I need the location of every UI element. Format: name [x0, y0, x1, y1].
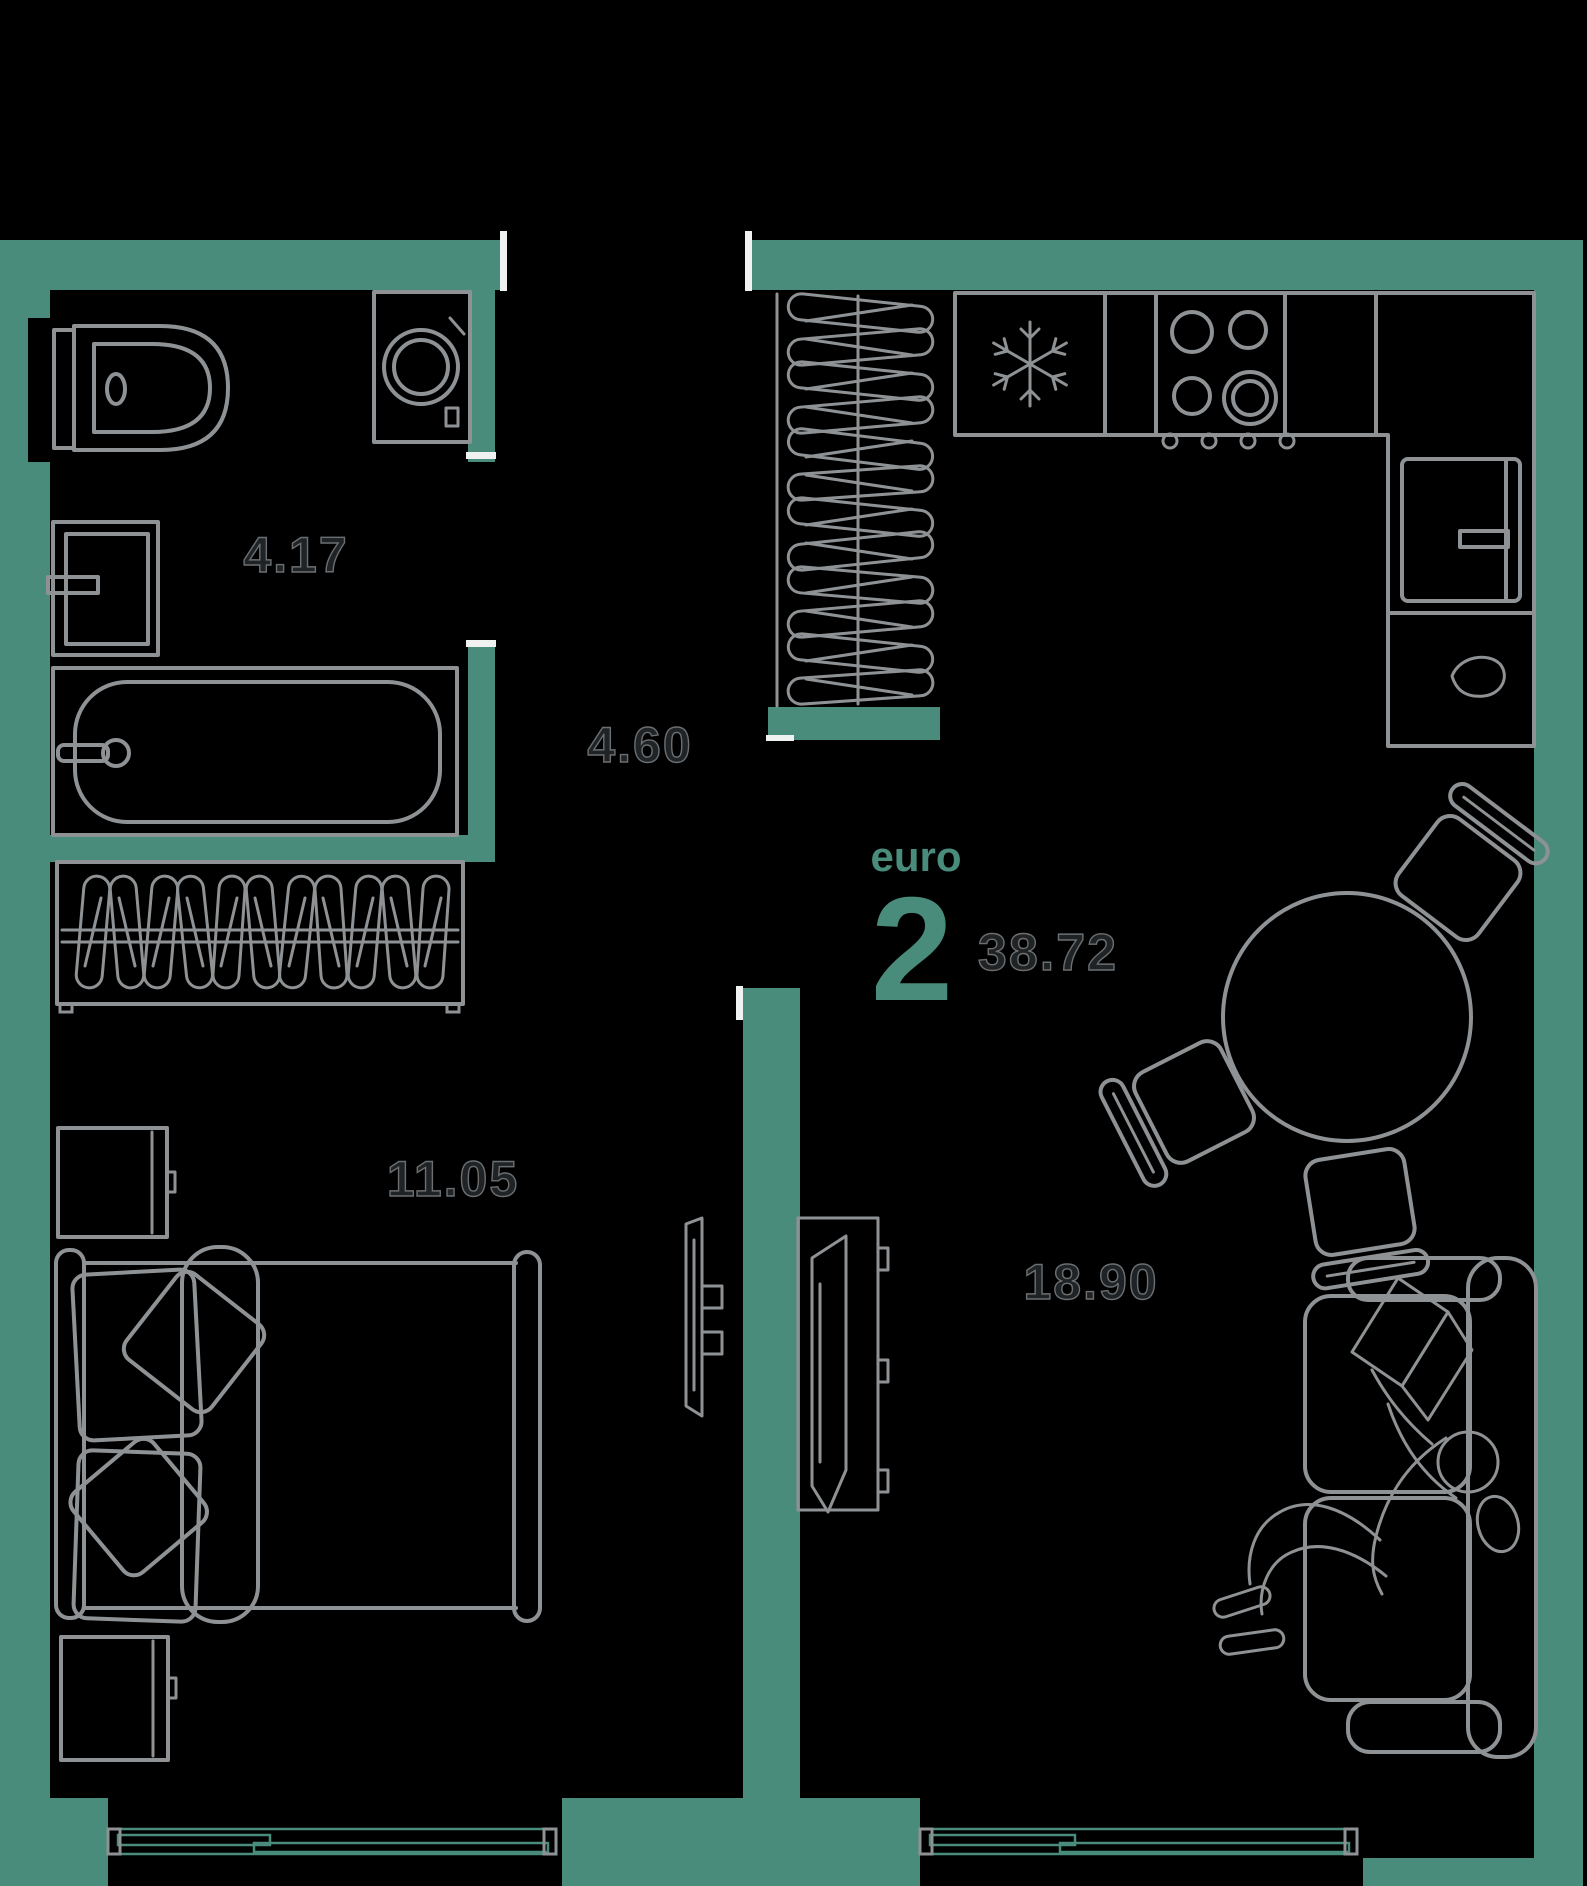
pillow	[121, 1269, 267, 1415]
wall-bathroom-right-upper	[468, 290, 495, 462]
wall-bathroom-bottom	[50, 835, 495, 862]
bedroom-tv	[684, 1216, 724, 1418]
sink-drain-icon	[1450, 655, 1506, 698]
living-kitchen-area-label: 18.90	[1023, 1254, 1158, 1310]
bedroom-window	[106, 1827, 558, 1856]
sofa	[1303, 1256, 1538, 1759]
person-on-sofa	[1212, 1276, 1521, 1656]
person-foot	[1218, 1628, 1286, 1656]
wall-right	[1534, 240, 1583, 1886]
person-head	[1436, 1430, 1500, 1494]
bathroom-door-jamb-top	[466, 452, 496, 459]
entrance-jamb-right	[745, 231, 752, 291]
bathroom-door-jamb-bottom	[466, 640, 496, 647]
nightstand-bottom	[59, 1635, 178, 1762]
wall-bottom-left-corner	[0, 1798, 108, 1886]
wall-top-right	[746, 240, 1583, 290]
entrance-jamb-left	[500, 231, 507, 291]
kitchen-counter	[953, 291, 1536, 748]
washing-machine	[372, 290, 472, 444]
bathroom	[46, 290, 472, 837]
bathroom-area-label: 4.17	[243, 527, 348, 583]
hangers-horizontal	[74, 874, 451, 990]
nightstand-top	[56, 1126, 177, 1239]
wall-bottom-right-corner	[1363, 1858, 1583, 1886]
wall-top-left	[0, 240, 503, 290]
sofa-back	[1466, 1256, 1538, 1759]
hall-closet-rack	[55, 860, 465, 1014]
hangers-vertical	[786, 292, 935, 706]
bedroom-area-label: 11.05	[387, 1151, 519, 1207]
entry-wardrobe-rack	[775, 292, 935, 708]
bathtub	[51, 666, 459, 837]
pillow	[71, 1448, 203, 1624]
wall-wardrobe-stub	[768, 707, 940, 740]
bed	[54, 1245, 542, 1624]
wardrobe-stub-jamb	[766, 735, 794, 741]
rack-foot	[445, 1002, 461, 1014]
duct-shaft	[28, 318, 52, 462]
sofa-seat-cushion	[1303, 1496, 1472, 1702]
wall-bathroom-right-lower	[468, 643, 495, 862]
snowflake-icon	[992, 320, 1068, 408]
stove-burners	[1161, 310, 1296, 450]
door-jambs	[466, 231, 794, 1020]
kitchen-sink	[1400, 457, 1522, 603]
bed-footboard	[512, 1250, 542, 1623]
pillow	[68, 1436, 209, 1578]
unit-type-label: euro	[870, 833, 961, 880]
living-room-window	[918, 1827, 1359, 1856]
hallway-area-label: 4.60	[587, 717, 692, 773]
sofa-armrest-top	[1346, 1256, 1502, 1302]
dining-table	[1221, 891, 1473, 1143]
bathroom-sink	[46, 520, 160, 657]
wall-bottom-center	[562, 1798, 920, 1886]
dining-set	[1098, 782, 1550, 1291]
person-foot	[1212, 1585, 1272, 1619]
wall-middle	[743, 988, 800, 1798]
dining-chair	[1393, 782, 1550, 943]
dining-chair	[1098, 1039, 1256, 1188]
bedroom	[54, 1126, 542, 1762]
living-door-jamb	[736, 986, 743, 1020]
living-room-tv	[796, 1216, 890, 1514]
unit-total-area: 38.72	[978, 924, 1118, 982]
wall-left	[0, 240, 50, 1798]
toilet	[52, 324, 230, 452]
sofa-armrest-bottom	[1346, 1700, 1502, 1754]
dining-chair	[1303, 1147, 1431, 1291]
labels: 4.17 4.60 11.05 18.90 euro 2 38.72	[243, 526, 1158, 1310]
rack-foot	[58, 1002, 74, 1014]
unit-rooms-count: 2	[871, 867, 953, 1032]
walls	[0, 240, 1583, 1886]
kitchen	[953, 291, 1536, 748]
